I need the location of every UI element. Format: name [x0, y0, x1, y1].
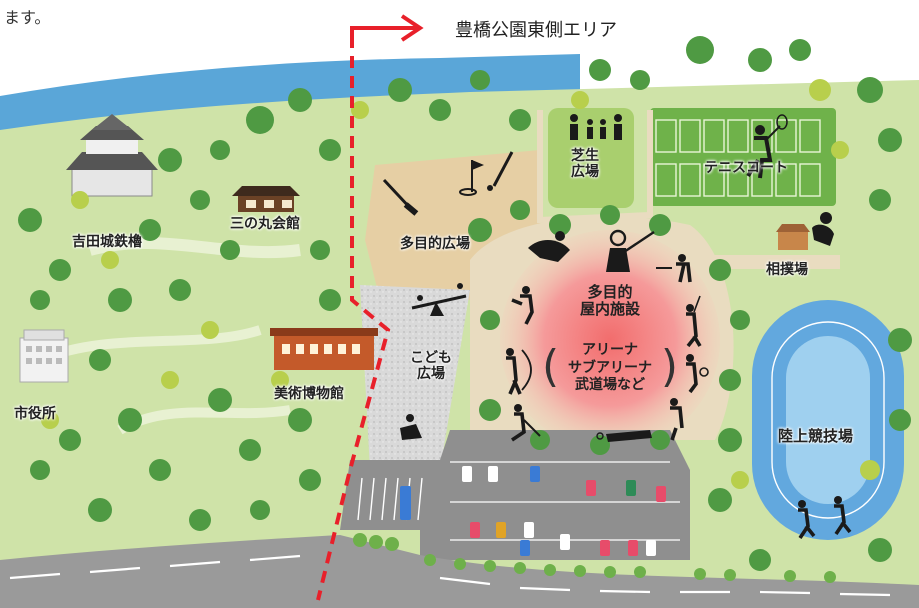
lawn-plaza-ground — [548, 108, 634, 208]
arena-facilities: ( アリーナ サブアリーナ 武道場など ) — [542, 338, 678, 396]
paren-left-icon: ( — [542, 341, 560, 392]
sport-pictograms — [382, 114, 852, 539]
road — [0, 535, 919, 608]
label-kids-plaza[interactable]: こども 広場 — [410, 350, 452, 383]
trees — [18, 36, 912, 571]
museum-building — [270, 328, 378, 370]
tennis-courts — [650, 108, 836, 206]
trees-yellow — [41, 79, 880, 489]
arena-sub-1: アリーナ — [582, 342, 638, 358]
city-hall-building — [19, 329, 69, 383]
arena-title[interactable]: 多目的 屋内施設 — [548, 283, 672, 319]
label-sumo[interactable]: 相撲場 — [766, 262, 808, 278]
label-city-hall[interactable]: 市役所 — [14, 406, 56, 422]
label-multi-plaza[interactable]: 多目的広場 — [400, 236, 470, 252]
arena-title-line2: 屋内施設 — [579, 300, 640, 319]
label-museum[interactable]: 美術博物館 — [274, 386, 344, 402]
header-arrow-icon — [350, 14, 424, 44]
arena-glow — [500, 230, 720, 450]
kids-plaza-ground — [360, 285, 470, 470]
arena-sub-3: 武道場など — [575, 377, 645, 393]
sannomaru-building — [232, 186, 300, 212]
boundary-line — [316, 36, 391, 601]
castle-building — [66, 114, 158, 197]
top-fragment-text: ます。 — [4, 8, 51, 27]
area-header-label: 豊橋公園東側エリア — [455, 20, 617, 41]
arena-sub-2: サブアリーナ — [568, 359, 652, 376]
arena-title-line1: 多目的 — [587, 283, 633, 301]
label-track[interactable]: 陸上競技場 — [778, 427, 854, 445]
label-sannomaru[interactable]: 三の丸会館 — [230, 216, 300, 232]
paren-right-icon: ) — [660, 341, 678, 392]
label-tennis[interactable]: テニスコート — [704, 160, 788, 176]
label-lawn[interactable]: 芝生 広場 — [571, 148, 599, 181]
sumo-ring — [778, 232, 808, 250]
label-castle[interactable]: 吉田城鉄櫓 — [72, 234, 142, 250]
